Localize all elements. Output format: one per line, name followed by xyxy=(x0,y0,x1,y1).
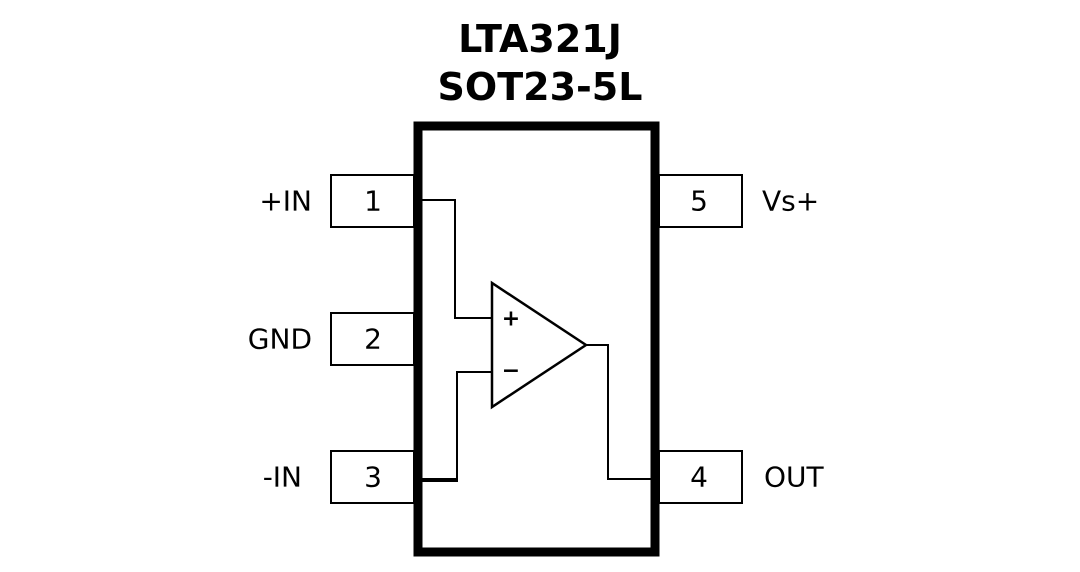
pin-5-number: 5 xyxy=(690,185,708,218)
pin-2-label: GND xyxy=(248,323,312,356)
pin-1-number: 1 xyxy=(364,185,382,218)
pin-2-pad xyxy=(330,312,415,366)
pin-4-label: OUT xyxy=(764,461,825,494)
pin-1-label: +IN xyxy=(259,185,312,218)
opamp-minus-sign: − xyxy=(502,359,520,384)
pin-3-pad xyxy=(330,450,415,504)
part-number-title: LTA321J xyxy=(458,17,622,61)
pin-1-pad xyxy=(330,174,415,228)
pin-5-pad xyxy=(658,174,743,228)
package-body xyxy=(413,121,660,557)
opamp-plus-sign: + xyxy=(502,307,520,332)
pin-4-number: 4 xyxy=(690,461,708,494)
package-title: SOT23-5L xyxy=(438,65,643,109)
opamp-symbol xyxy=(490,280,589,410)
pin-2-number: 2 xyxy=(364,323,382,356)
wire-non-inverting-input xyxy=(422,199,491,319)
wire-output xyxy=(585,344,654,480)
pin-5-label: Vs+ xyxy=(762,185,819,218)
pin-3-number: 3 xyxy=(364,461,382,494)
pin-4-pad xyxy=(658,450,743,504)
wire-inverting-input xyxy=(422,371,491,481)
pin-3-label: -IN xyxy=(263,461,302,494)
